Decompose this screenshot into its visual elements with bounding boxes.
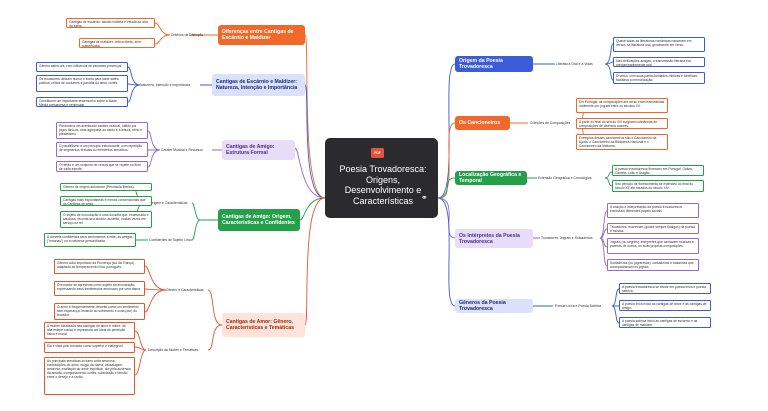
label-poesia-lirica: Poesia Lírica e Poesia Satírica	[555, 304, 602, 308]
pdf-icon[interactable]: PDF	[371, 148, 384, 158]
leaf-origem-2[interactable]: Nas civilizações antigas, a transmissão …	[613, 57, 705, 67]
topic-amigo-origem-title: Cantigas de Amigo: Origem, Característic…	[222, 214, 295, 226]
label-trovadores: Trovadores, Jograis e Soldadeiras	[541, 236, 593, 240]
leaf-amor-5[interactable]: Ela é vista pelo trovador como superior …	[44, 342, 135, 353]
central-topic-title: Poesia Trovadoresca: Origens, Desenvolvi…	[339, 164, 427, 206]
leaf-cancioneiros-1[interactable]: Em Portugal, as composições em verso era…	[576, 98, 668, 113]
label-genero-caracteristicas: Gênero e Características	[166, 288, 204, 292]
leaf-interpretes-2[interactable]: Trovadores: escreviam (quase sempre fida…	[607, 223, 699, 234]
leaf-interpretes-4[interactable]: Soldadeiras (ou jograresas): cantadeiras…	[607, 259, 699, 271]
leaf-amor-1[interactable]: Gênero culto importado da Provença (sul …	[54, 259, 145, 274]
leaf-diferencas-2[interactable]: Cantigas de maldizer: crítica direta, se…	[79, 38, 155, 48]
topic-diferencas-title: Diferenças entre Cantigas de Escárnio e …	[222, 29, 294, 41]
topic-amor[interactable]: Cantigas de Amor: Gênero, Característica…	[222, 313, 305, 337]
leaf-origem-3[interactable]: O verso, com suas particularidades rítmi…	[613, 72, 705, 84]
leaf-cancioneiros-2[interactable]: A partir do final do século XIII surgira…	[576, 118, 668, 129]
topic-amigo-estrutura-title: Cantigas de Amigo: Estrutura Formal	[226, 144, 275, 156]
leaf-interpretes-3[interactable]: Jograis (ou segréis): intérpretes que ca…	[607, 238, 699, 254]
leaf-amigo-origem-3[interactable]: O sujeito de enunciação é uma donzela qu…	[60, 211, 152, 228]
leaf-amigo-origem-1[interactable]: Gênero de origem autóctone (Península Ib…	[60, 183, 152, 191]
topic-origem[interactable]: Origem da Poesia Trovadoresca	[455, 56, 533, 72]
leaf-escarnio-2[interactable]: Os trovadores utilizam humor e ironia pa…	[36, 75, 128, 92]
topic-amigo-origem[interactable]: Cantigas de Amigo: Origem, Característic…	[218, 209, 300, 231]
label-colecoes: Coleções de Composições	[530, 121, 571, 125]
leaf-diferencas-1[interactable]: Cantigas de escárnio: alusão indireta e …	[66, 18, 155, 28]
leaf-localizacao-2[interactable]: Seu período de florescimento se estendeu…	[612, 180, 704, 192]
leaf-amor-3[interactable]: O amor é frequentemente descrito como um…	[54, 303, 145, 320]
label-descricao-mulher: Descrição da Mulher e Temáticas	[148, 348, 199, 352]
leaf-amigo-estrutura-1[interactable]: Predomina um acentuado caráter musical, …	[56, 122, 148, 139]
topic-interpretes[interactable]: Os Intérpretes da Poesia Trovadoresca	[455, 229, 533, 248]
leaf-generos-3[interactable]: A poesia satírica inclui as cantigas de …	[619, 317, 711, 328]
leaf-escarnio-3[interactable]: Constituem um importante testemunho sobr…	[36, 97, 128, 107]
topic-localizacao-title: Localização Geográfica e Temporal	[459, 172, 522, 184]
topic-amigo-estrutura[interactable]: Cantigas de Amigo: Estrutura Formal	[222, 140, 295, 160]
central-topic[interactable]: PDF Poesia Trovadoresca: Origens, Desenv…	[325, 138, 438, 218]
leaf-generos-1[interactable]: A poesia trovadoresca se divide em poesi…	[619, 283, 711, 294]
label-origem-caracteristicas: Origem e Características	[150, 201, 188, 205]
topic-cancioneiros[interactable]: Os Cancioneiros	[455, 116, 510, 130]
leaf-amigo-origem-4[interactable]: A donzela confidencia seus sentimentos à…	[44, 233, 136, 247]
leaf-amor-4[interactable]: A mulher idealizada nas cantigas de amor…	[44, 322, 135, 339]
leaf-cancioneiros-3[interactable]: Exemplos desses cancioneiros são o Canci…	[576, 134, 668, 150]
label-carater-musical: Caráter Musical e Recursos	[161, 148, 203, 152]
leaf-amor-6[interactable]: As principais temáticas incluem coita am…	[44, 357, 135, 395]
leaf-generos-2[interactable]: A poesia lírica inclui as cantigas de am…	[619, 300, 711, 311]
topic-generos[interactable]: Gêneros da Poesia Trovadoresca	[455, 299, 533, 313]
label-criterios: Critérios de Distinção	[171, 33, 204, 37]
label-natureza: Natureza, Intenção e Importância	[140, 83, 191, 87]
topic-amor-title: Cantigas de Amor: Gênero, Característica…	[226, 319, 294, 331]
leaf-amor-2[interactable]: O trovador se apresenta como sujeito da …	[54, 281, 145, 296]
topic-generos-title: Gêneros da Poesia Trovadoresca	[459, 300, 506, 312]
label-literatura-oral: Literatura Oral e a Vidas	[556, 62, 593, 66]
topic-cancioneiros-title: Os Cancioneiros	[459, 120, 501, 126]
topic-diferencas[interactable]: Diferenças entre Cantigas de Escárnio e …	[218, 25, 305, 45]
label-confidentes: Confidentes do Sujeito Lírico	[149, 238, 193, 242]
topic-interpretes-title: Os Intérpretes da Poesia Trovadoresca	[459, 232, 520, 245]
leaf-amigo-estrutura-2[interactable]: O paralelismo é um princípio estruturant…	[56, 142, 148, 157]
leaf-escarnio-1[interactable]: Gênero satírico/a, com influência de var…	[36, 62, 128, 72]
topic-escarnio[interactable]: Cantigas de Escárnio e Maldizer: Naturez…	[212, 74, 305, 96]
label-extensao: Extensão Geográfica e Cronológica	[538, 176, 592, 180]
leaf-localizacao-1[interactable]: A poesia trovadoresca floresceu em Portu…	[612, 165, 704, 176]
topic-escarnio-title: Cantigas de Escárnio e Maldizer: Naturez…	[216, 79, 298, 91]
link-icon[interactable]: ⚭	[421, 193, 428, 202]
leaf-amigo-estrutura-3[interactable]: O refrão é um conjunto de versos que se …	[56, 161, 148, 172]
leaf-origem-1[interactable]: Quase todas as literaturas românicas nas…	[613, 37, 705, 52]
topic-origem-title: Origem da Poesia Trovadoresca	[459, 58, 503, 70]
topic-localizacao[interactable]: Localização Geográfica e Temporal	[455, 171, 527, 185]
leaf-amigo-origem-2[interactable]: Cantigas mais espontâneas e menos conven…	[60, 196, 152, 206]
leaf-interpretes-1[interactable]: A criação e interpretação da poesia trov…	[607, 203, 699, 218]
